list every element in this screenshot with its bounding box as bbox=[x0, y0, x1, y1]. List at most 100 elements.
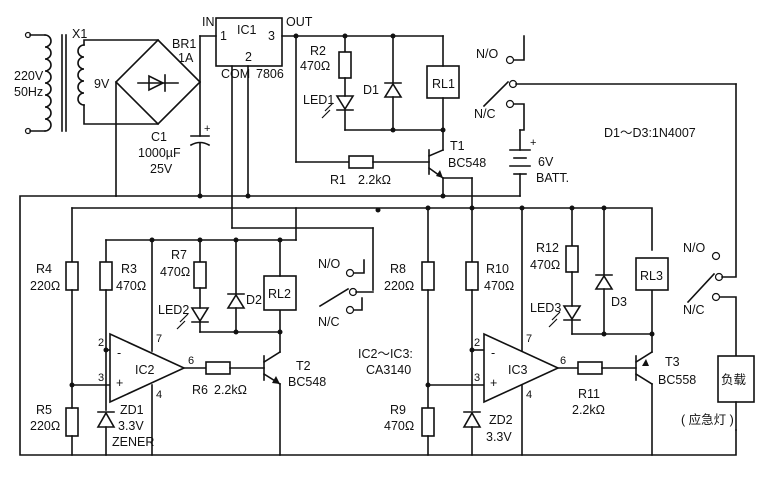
ic1-ref: IC1 bbox=[237, 23, 257, 37]
regulator-ic1: 1 IC1 3 2 COM 7806 IN OUT bbox=[199, 15, 444, 229]
r7-value: 470Ω bbox=[160, 265, 190, 279]
transformer-ref: X1 bbox=[72, 27, 87, 41]
ic1-pin-in: 1 bbox=[220, 29, 227, 43]
rl1-contacts: N/O N/C bbox=[474, 35, 737, 131]
rl3-no: N/O bbox=[683, 241, 706, 255]
r2-ref: R2 bbox=[310, 44, 326, 58]
rl1-nc: N/C bbox=[474, 107, 496, 121]
ic2-pin3: 3 bbox=[98, 372, 104, 384]
r6-value: 2.2kΩ bbox=[214, 383, 247, 397]
c1-value: 1000µF bbox=[138, 146, 181, 160]
ic-note-line1: IC2～IC3: bbox=[358, 347, 413, 361]
battery: + 6V BATT. bbox=[509, 129, 569, 197]
ic1-in-label: IN bbox=[202, 15, 215, 29]
ic3-ref: IC3 bbox=[508, 363, 528, 377]
r3-value: 470Ω bbox=[116, 279, 146, 293]
t2-ref: T2 bbox=[296, 359, 311, 373]
ic1-com: COM bbox=[221, 67, 250, 81]
d2-ref: D2 bbox=[246, 293, 262, 307]
ic3-pin3: 3 bbox=[474, 372, 480, 384]
ic2-pin4: 4 bbox=[156, 389, 162, 401]
r11-ref: R11 bbox=[578, 387, 600, 401]
rl2-nc: N/C bbox=[318, 315, 340, 329]
ic3-pin6: 6 bbox=[560, 355, 566, 367]
r9-ref: R9 bbox=[390, 403, 406, 417]
ic3-pin7: 7 bbox=[526, 333, 532, 345]
load-label: 负载 bbox=[721, 373, 747, 387]
zd1-type: ZENER bbox=[112, 435, 154, 449]
r2-value: 470Ω bbox=[300, 59, 330, 73]
ic3-minus: - bbox=[491, 346, 495, 360]
r11-value: 2.2kΩ bbox=[572, 403, 605, 417]
rl3-ref: RL3 bbox=[640, 269, 663, 283]
rl1-ref: RL1 bbox=[432, 77, 455, 91]
t3-part: BC558 bbox=[658, 373, 696, 387]
r5-ref: R5 bbox=[36, 403, 52, 417]
r6-ref: R6 bbox=[192, 383, 208, 397]
right-stage: R10 470Ω ZD2 3.3V - + IC3 2 3 7 4 6 R11 … bbox=[462, 83, 755, 456]
rl2-ref: RL2 bbox=[268, 287, 291, 301]
r10-ref: R10 bbox=[486, 262, 509, 276]
r1-value: 2.2kΩ bbox=[358, 173, 391, 187]
r4-value: 220Ω bbox=[30, 279, 60, 293]
ic2-plus: + bbox=[116, 376, 123, 390]
d1-ref: D1 bbox=[363, 83, 379, 97]
transformer-freq: 50Hz bbox=[14, 85, 43, 99]
r8-value: 220Ω bbox=[384, 279, 414, 293]
ic3-pin4: 4 bbox=[526, 389, 532, 401]
zd1-value: 3.3V bbox=[118, 419, 144, 433]
battery-voltage: 6V bbox=[538, 155, 554, 169]
bridge-br1: BR1 1A bbox=[83, 35, 202, 197]
led3-ref: LED3 bbox=[530, 301, 561, 315]
r5-value: 220Ω bbox=[30, 419, 60, 433]
ic3-pin2: 2 bbox=[474, 337, 480, 349]
r8-ref: R8 bbox=[390, 262, 406, 276]
bridge-rating: 1A bbox=[178, 51, 194, 65]
led1-ref: LED1 bbox=[303, 93, 334, 107]
r12-value: 470Ω bbox=[530, 258, 560, 272]
r12-ref: R12 bbox=[536, 241, 559, 255]
ic2-minus: - bbox=[117, 346, 121, 360]
r1-ref: R1 bbox=[330, 173, 346, 187]
r10-value: 470Ω bbox=[484, 279, 514, 293]
diode-note: D1～D3:1N4007 bbox=[604, 126, 696, 140]
rl1-no: N/O bbox=[476, 47, 499, 61]
ic2-ref: IC2 bbox=[135, 363, 155, 377]
top-driver-stage: R2 470Ω LED1 D1 RL1 T1 BC548 R1 2.2kΩ bbox=[293, 33, 486, 209]
transformer-secondary: 9V bbox=[94, 77, 110, 91]
t1-part: BC548 bbox=[448, 156, 486, 170]
zd2-value: 3.3V bbox=[486, 430, 512, 444]
ic1-pin-com: 2 bbox=[245, 50, 252, 64]
ground-bus bbox=[19, 193, 737, 456]
ic3-plus: + bbox=[490, 376, 497, 390]
rl2-no: N/O bbox=[318, 257, 341, 271]
d3-ref: D3 bbox=[611, 295, 627, 309]
led2-ref: LED2 bbox=[158, 303, 189, 317]
ic1-out-label: OUT bbox=[286, 15, 313, 29]
zd1-ref: ZD1 bbox=[120, 403, 144, 417]
rl3-nc: N/C bbox=[683, 303, 705, 317]
c1-ref: C1 bbox=[151, 130, 167, 144]
capacitor-c1: + C1 1000µF 25V bbox=[138, 81, 210, 197]
battery-label: BATT. bbox=[536, 171, 569, 185]
ic2-pin7: 7 bbox=[156, 333, 162, 345]
left-stage: R4 220Ω R5 220Ω R3 470Ω ZD1 3.3V ZENER -… bbox=[30, 207, 374, 456]
r4-ref: R4 bbox=[36, 262, 52, 276]
battery-polarity: + bbox=[530, 137, 536, 149]
c1-polarity: + bbox=[204, 123, 210, 135]
ic1-pin-out: 3 bbox=[268, 29, 275, 43]
ic2-pin2: 2 bbox=[98, 337, 104, 349]
t2-part: BC548 bbox=[288, 375, 326, 389]
r3-ref: R3 bbox=[121, 262, 137, 276]
center-stage: R8 220Ω R9 470Ω IC2～IC3: CA3140 bbox=[358, 207, 485, 456]
c1-voltage: 25V bbox=[150, 162, 173, 176]
load-note: ( 应急灯 ) bbox=[681, 412, 734, 427]
t3-ref: T3 bbox=[665, 355, 680, 369]
zd2-ref: ZD2 bbox=[489, 413, 513, 427]
ic1-part: 7806 bbox=[256, 67, 284, 81]
transformer-primary: 220V bbox=[14, 69, 44, 83]
r9-value: 470Ω bbox=[384, 419, 414, 433]
ic-note-line2: CA3140 bbox=[366, 363, 411, 377]
r7-ref: R7 bbox=[171, 248, 187, 262]
